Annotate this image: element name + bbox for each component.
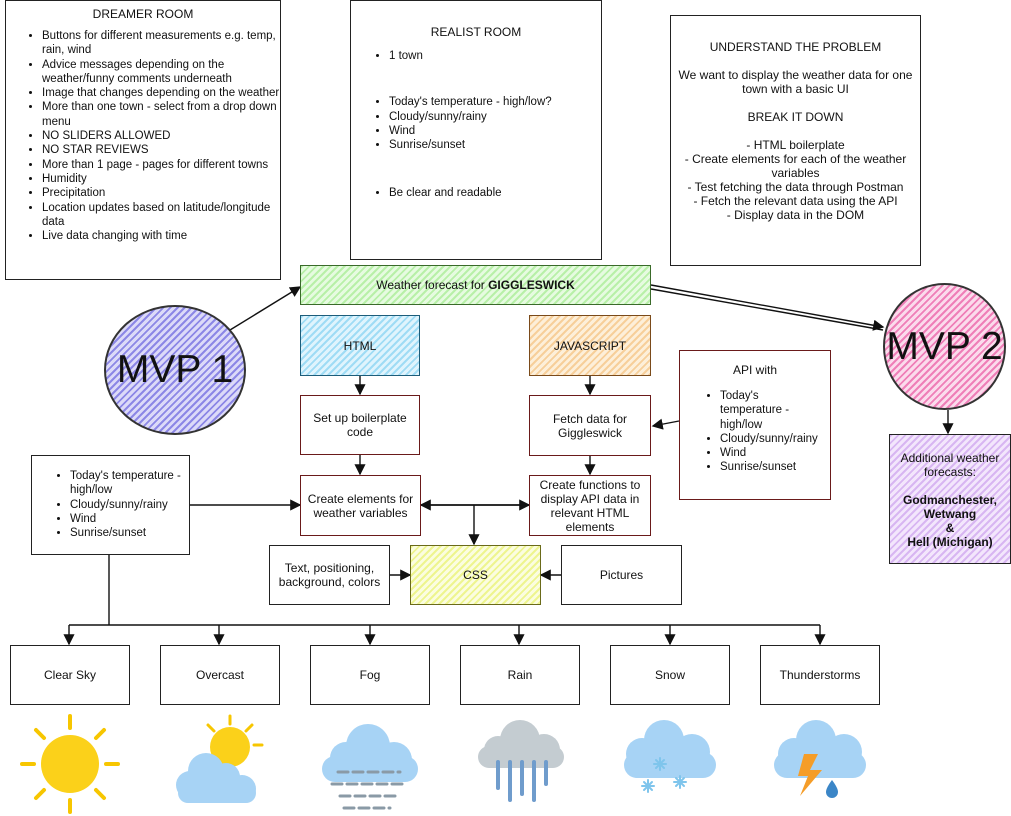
breakdown-step: - HTML boilerplate	[746, 138, 845, 152]
fetch-box: Fetch data for Giggleswick	[529, 395, 651, 456]
dreamer-item: More than 1 page - pages for different t…	[42, 158, 280, 172]
weather-variable-item: Wind	[70, 512, 183, 526]
html-box: HTML	[300, 315, 420, 376]
javascript-box: JAVASCRIPT	[529, 315, 651, 376]
rain-cloud-icon	[478, 720, 564, 802]
understand-problem-box: UNDERSTAND THE PROBLEM We want to displa…	[670, 15, 921, 266]
dreamer-item: NO STAR REVIEWS	[42, 143, 280, 157]
breakdown-step: - Display data in the DOM	[726, 208, 865, 222]
mvp2-circle: MVP 2	[883, 283, 1006, 410]
additional-intro: Additional weather forecasts:	[900, 451, 1000, 479]
text-positioning-label: Text, positioning, background, colors	[278, 561, 381, 589]
understand-title: UNDERSTAND THE PROBLEM	[709, 40, 882, 54]
api-list: Today's temperature - high/lowCloudy/sun…	[680, 389, 830, 475]
mvp1-label: MVP 1	[116, 348, 234, 391]
dreamer-room-list: Buttons for different measurements e.g. …	[6, 29, 280, 243]
html-label: HTML	[343, 338, 377, 353]
create-functions-label: Create functions to display API data in …	[539, 477, 641, 534]
town-hell-michigan: Hell (Michigan)	[907, 535, 993, 549]
weather-label: Fog	[359, 668, 381, 682]
weather-variable-item: Sunrise/sunset	[70, 526, 183, 540]
weather-variables-list: Today's temperature - high/lowCloudy/sun…	[32, 469, 189, 540]
realist-item: Sunrise/sunset	[389, 138, 601, 152]
text-positioning-box: Text, positioning, background, colors	[269, 545, 390, 605]
weather-label: Snow	[654, 668, 686, 682]
dreamer-item: Location updates based on latitude/longi…	[42, 201, 280, 230]
dreamer-item: Live data changing with time	[42, 229, 280, 243]
town-wetwang: Wetwang	[923, 507, 977, 521]
town-ampersand: &	[945, 521, 955, 535]
thunderstorm-cloud-icon	[774, 720, 866, 798]
boilerplate-box: Set up boilerplate code	[300, 395, 420, 455]
weather-variables-list-box: Today's temperature - high/lowCloudy/sun…	[31, 455, 190, 555]
api-item: Wind	[720, 446, 810, 460]
javascript-label: JAVASCRIPT	[553, 338, 627, 353]
pictures-box: Pictures	[561, 545, 682, 605]
breakdown-step: - Create elements for each of the weathe…	[684, 152, 907, 180]
realist-item: Be clear and readable	[389, 186, 601, 200]
api-title: API with	[732, 363, 777, 377]
realist-list-1: 1 town	[351, 49, 601, 63]
weather-label: Overcast	[195, 668, 244, 682]
forecast-prefix: Weather forecast for	[376, 278, 489, 292]
realist-item: Wind	[389, 124, 601, 138]
create-elements-box: Create elements for weather variables	[300, 475, 421, 536]
realist-room-title: REALIST ROOM	[430, 25, 522, 39]
weather-variable-item: Cloudy/sunny/rainy	[70, 498, 183, 512]
town-godmanchester: Godmanchester,	[902, 493, 998, 507]
breakdown-step: - Test fetching the data through Postman	[687, 180, 904, 194]
create-functions-box: Create functions to display API data in …	[529, 475, 651, 536]
weather-box-clear-sky: Clear Sky	[10, 645, 130, 705]
realist-item: 1 town	[389, 49, 601, 63]
breakdown-title: BREAK IT DOWN	[747, 110, 844, 124]
dreamer-item: Humidity	[42, 172, 280, 186]
weather-box-thunderstorms: Thunderstorms	[760, 645, 880, 705]
realist-list-3: Be clear and readable	[351, 186, 601, 200]
dreamer-item: Image that changes depending on the weat…	[42, 86, 280, 100]
realist-item: Cloudy/sunny/rainy	[389, 110, 601, 124]
api-box: API with Today's temperature - high/lowC…	[679, 350, 831, 500]
css-box: CSS	[410, 545, 541, 605]
pictures-label: Pictures	[599, 568, 644, 582]
dreamer-item: NO SLIDERS ALLOWED	[42, 129, 280, 143]
snow-cloud-icon	[624, 720, 716, 793]
api-item: Today's temperature - high/low	[720, 389, 810, 432]
realist-room-box: REALIST ROOM 1 town Today's temperature …	[350, 0, 602, 260]
weather-box-overcast: Overcast	[160, 645, 280, 705]
additional-forecasts-box: Additional weather forecasts: Godmanches…	[889, 434, 1011, 564]
additional-towns: Godmanchester, Wetwang & Hell (Michigan)	[890, 493, 1010, 549]
api-item: Sunrise/sunset	[720, 460, 810, 474]
sun-behind-cloud-icon	[176, 714, 264, 803]
dreamer-item: Advice messages depending on the weather…	[42, 58, 280, 87]
weather-label: Rain	[507, 668, 533, 682]
api-item: Cloudy/sunny/rainy	[720, 432, 818, 446]
understand-body: We want to display the weather data for …	[678, 68, 913, 96]
dreamer-room-title: DREAMER ROOM	[92, 7, 194, 21]
dreamer-item: Precipitation	[42, 186, 280, 200]
dreamer-item: Buttons for different measurements e.g. …	[42, 29, 280, 58]
weather-label: Clear Sky	[43, 668, 96, 682]
css-label: CSS	[463, 568, 488, 582]
dreamer-room-box: DREAMER ROOM Buttons for different measu…	[5, 0, 281, 280]
sun-icon	[20, 714, 120, 814]
breakdown-steps: - HTML boilerplate- Create elements for …	[679, 138, 912, 222]
weather-box-snow: Snow	[610, 645, 730, 705]
realist-list-2: Today's temperature - high/low?Cloudy/su…	[351, 95, 601, 152]
dreamer-item: More than one town - select from a drop …	[42, 100, 280, 129]
fetch-label: Fetch data for Giggleswick	[552, 411, 628, 440]
forecast-town: GIGGLESWICK	[488, 278, 575, 292]
create-elements-label: Create elements for weather variables	[307, 491, 414, 520]
weather-label: Thunderstorms	[779, 668, 861, 682]
fog-cloud-icon	[322, 724, 418, 810]
forecast-title-bar: Weather forecast for GIGGLESWICK	[300, 265, 651, 305]
weather-variable-item: Today's temperature - high/low	[70, 469, 183, 498]
weather-box-fog: Fog	[310, 645, 430, 705]
breakdown-step: - Fetch the relevant data using the API	[693, 194, 898, 208]
realist-item: Today's temperature - high/low?	[389, 95, 601, 109]
boilerplate-label: Set up boilerplate code	[313, 411, 407, 439]
weather-box-rain: Rain	[460, 645, 580, 705]
mvp1-circle: MVP 1	[104, 305, 246, 435]
mvp2-label: MVP 2	[886, 324, 1003, 368]
